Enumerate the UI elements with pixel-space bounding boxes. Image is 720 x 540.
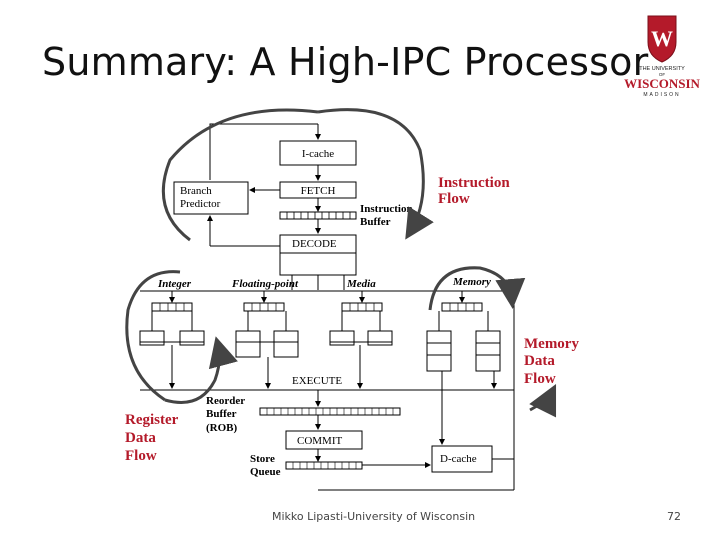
decode-label: DECODE [292, 238, 337, 250]
university-logo: W THE UNIVERSITY OF WISCONSIN MADISON [622, 14, 702, 100]
memory-data-flow-line1: Memory [524, 336, 579, 352]
dcache-label: D-cache [440, 453, 477, 465]
instruction-buffer-box [279, 211, 357, 220]
instruction-buffer-line2: Buffer [360, 216, 391, 228]
register-data-flow-line3: Flow [125, 448, 157, 464]
commit-box [285, 430, 363, 450]
page-number: 72 [667, 510, 681, 523]
instruction-flow-line2: Flow [438, 191, 470, 207]
register-data-flow-line1: Register [125, 412, 179, 428]
icache-label: I-cache [302, 148, 334, 160]
dcache-box [431, 445, 493, 473]
register-data-flow-line2: Data [125, 430, 156, 446]
branch-predictor-box [173, 181, 249, 215]
logo-line-3: WISCONSIN [624, 76, 700, 91]
logo-line-4: MADISON [643, 92, 680, 98]
logo-line-1: THE UNIVERSITY [639, 66, 685, 72]
store-queue-line1: Store [250, 453, 275, 465]
reservation-stations [151, 302, 483, 312]
reorder-buffer-line3: (ROB) [206, 422, 238, 434]
footer-text: Mikko Lipasti-University of Wisconsin [272, 510, 476, 523]
decode-box [279, 234, 357, 276]
crest-icon: W THE UNIVERSITY OF WISCONSIN MADISON [624, 15, 701, 98]
logo-line-2: OF [659, 72, 666, 77]
store-queue-box [285, 461, 363, 470]
commit-label: COMMIT [297, 435, 343, 447]
fetch-label: FETCH [301, 185, 336, 197]
reorder-buffer-line2: Buffer [206, 408, 237, 420]
crest-letter: W [651, 26, 673, 51]
branch-predictor-line1: Branch [180, 185, 212, 197]
functional-units [139, 330, 501, 372]
execute-label: EXECUTE [292, 375, 342, 387]
memory-data-flow-line3: Flow [524, 371, 556, 387]
icache-box [279, 140, 357, 166]
instruction-flow-line1: Instruction [438, 175, 510, 191]
slide-title: Summary: A High-IPC Processor [42, 40, 649, 84]
branch-predictor-line2: Predictor [180, 198, 221, 210]
integer-label: Integer [157, 278, 192, 290]
reorder-buffer-line1: Reorder [206, 395, 245, 407]
store-queue-line2: Queue [250, 466, 281, 478]
floating-point-label: Floating-point [231, 278, 299, 290]
memory-data-flow-line2: Data [524, 353, 555, 369]
memory-label: Memory [452, 276, 491, 288]
media-label: Media [346, 278, 376, 290]
instruction-buffer-line1: Instruction [360, 203, 413, 215]
